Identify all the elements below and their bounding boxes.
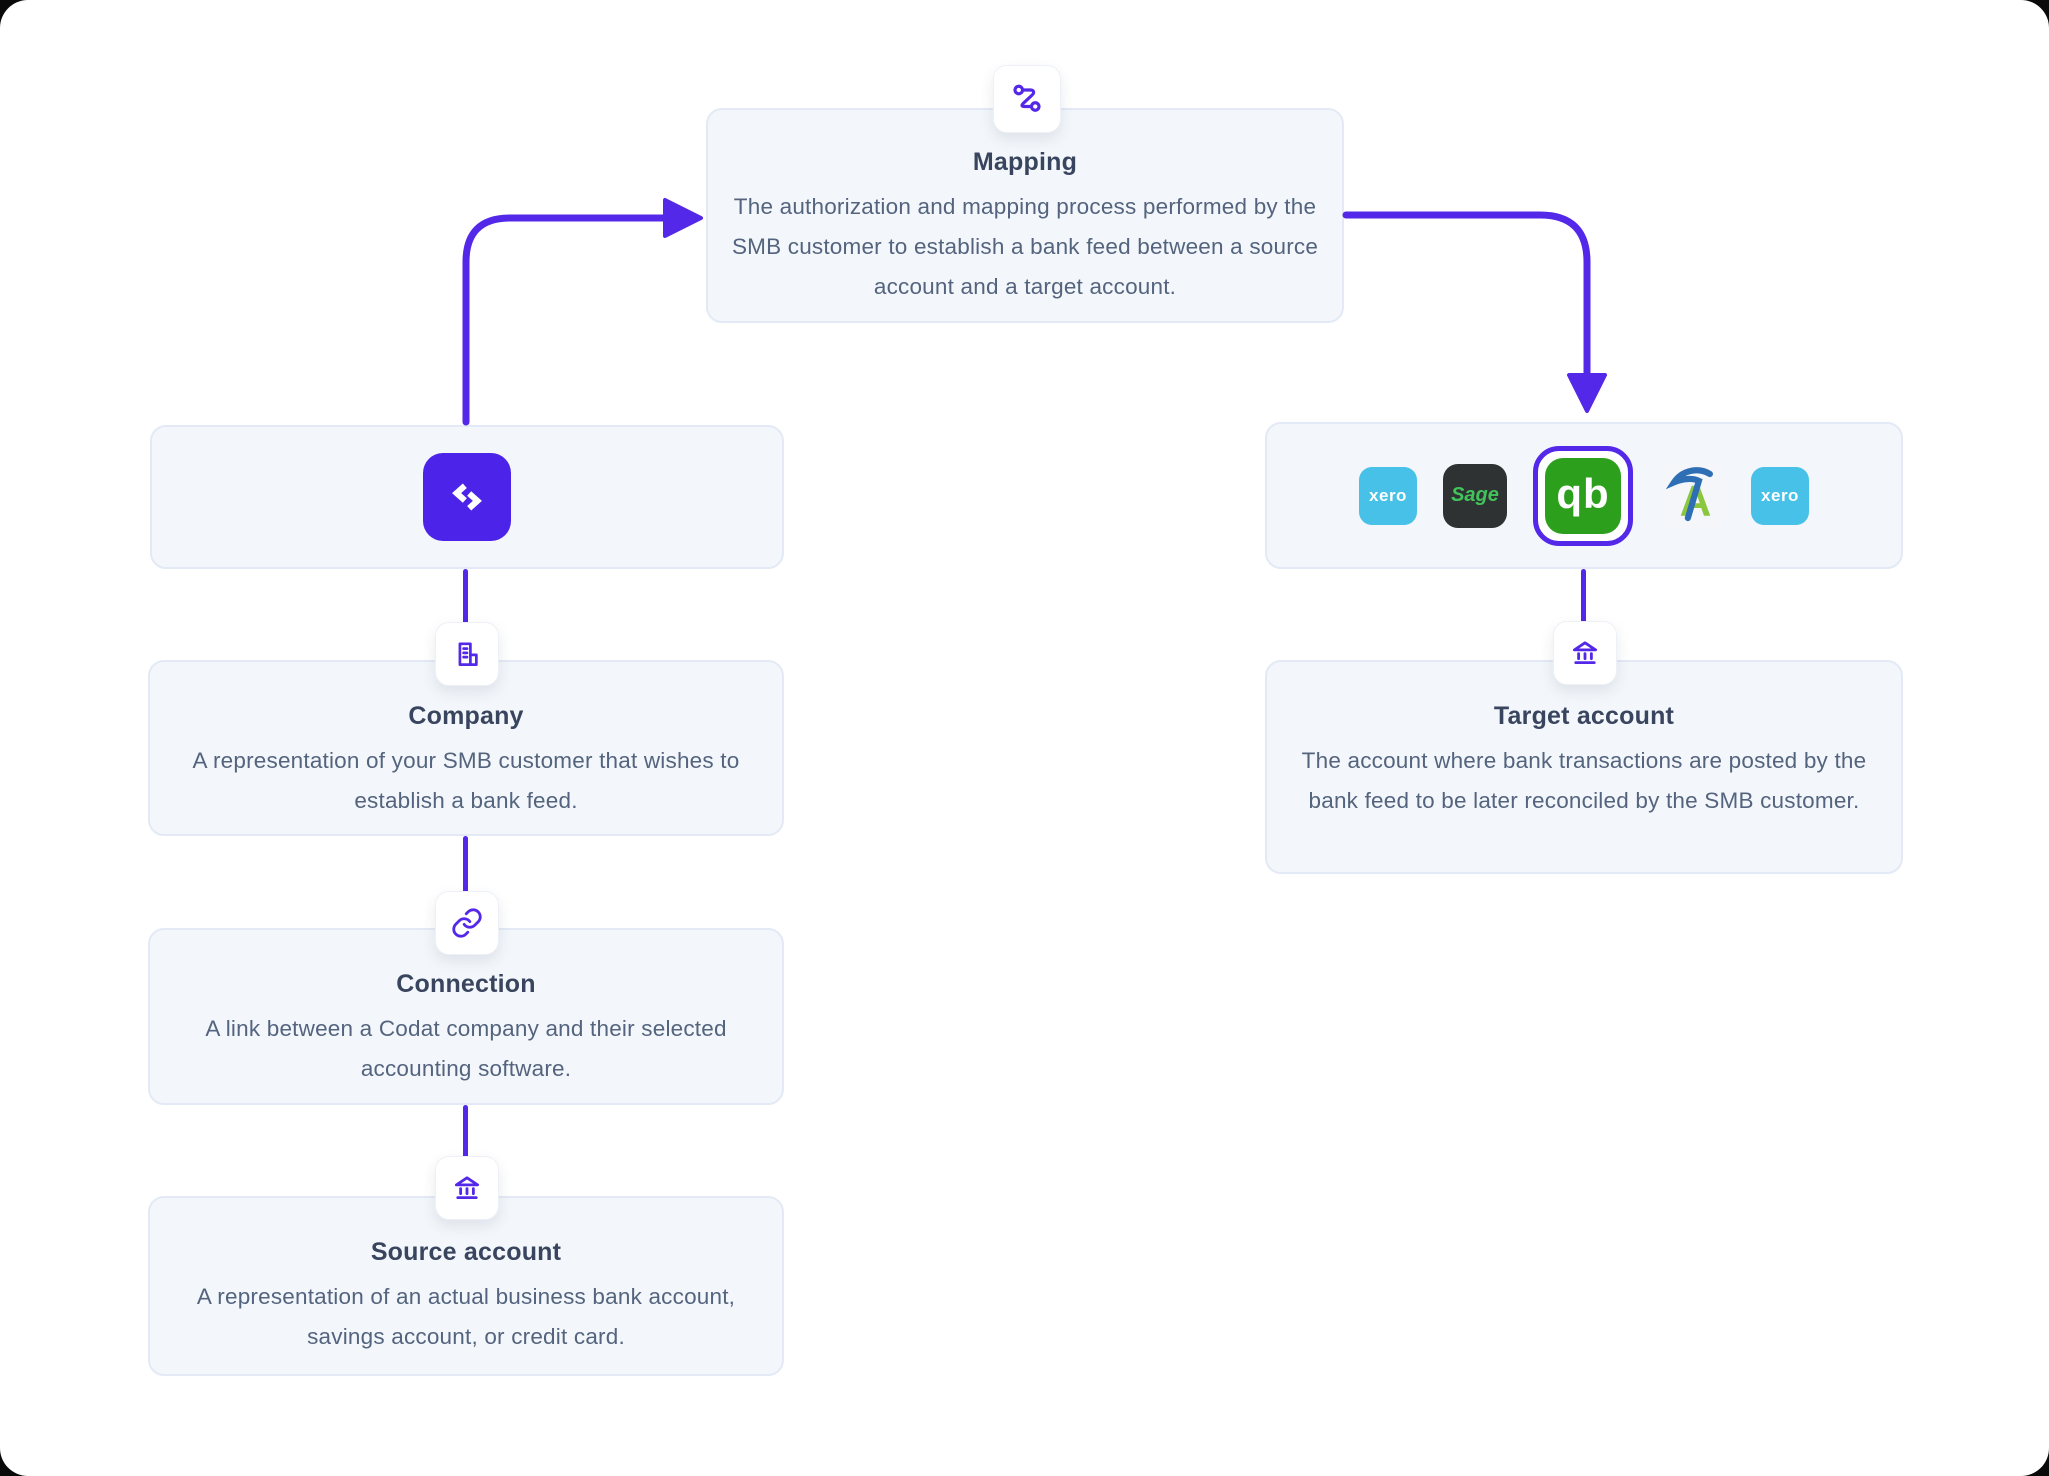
connector-codat-company [463,569,468,665]
quickbooks-selected-ring: qb [1533,445,1633,546]
connector-connection-source [463,1105,468,1200]
freeagent-icon: A [1665,466,1713,525]
source-account-badge [435,1156,499,1220]
codat-logo [423,453,511,541]
building-icon [458,642,478,666]
quickbooks-logo: qb [1545,457,1621,534]
connection-description: A link between a Codat company and their… [205,1016,727,1081]
link-icon [452,908,482,938]
target-account-title: Target account [1493,702,1675,730]
arrowhead-right-icon [663,198,703,238]
mapping-card: Mapping The authorization and mapping pr… [706,108,1344,323]
xero-logo: xero [1359,466,1417,525]
accounting-software-logos: xero Sage qb A xero [1265,422,1903,569]
mapping-title: Mapping [972,148,1078,176]
xero-logo-2-label: xero [1761,485,1799,505]
arrowhead-down-icon [1567,373,1607,413]
arrow-mapping-to-software [1342,211,1591,379]
target-account-badge [1553,621,1617,685]
mapping-badge [993,65,1061,133]
mapping-description: The authorization and mapping process pe… [731,194,1319,299]
company-title: Company [408,702,524,730]
freeagent-logo: A [1659,462,1725,529]
company-badge [435,622,499,686]
sage-logo: Sage [1443,463,1507,528]
connection-badge [435,891,499,955]
source-account-title: Source account [370,1238,562,1266]
connector-software-target [1581,569,1586,664]
bank-icon [1572,641,1598,665]
source-account-card: Source account A representation of an ac… [148,1196,784,1376]
quickbooks-logo-label: qb [1556,469,1610,517]
company-description: A representation of your SMB customer th… [192,748,740,813]
codat-card [150,425,784,569]
connector-company-connection [463,836,468,932]
connection-title: Connection [396,970,536,998]
arrow-company-to-mapping [462,214,668,426]
xero-logo-2: xero [1751,466,1809,525]
target-account-card: Target account The account where bank tr… [1265,660,1903,874]
connection-card: Connection A link between a Codat compan… [148,928,784,1105]
company-card: Company A representation of your SMB cus… [148,660,784,836]
source-account-description: A representation of an actual business b… [196,1284,736,1349]
bank-icon [454,1176,480,1200]
codat-brackets-icon [452,483,482,511]
sage-logo-label: Sage [1451,484,1499,506]
target-account-description: The account where bank transactions are … [1301,748,1867,813]
xero-logo-label: xero [1369,485,1407,505]
route-icon [1013,84,1041,112]
